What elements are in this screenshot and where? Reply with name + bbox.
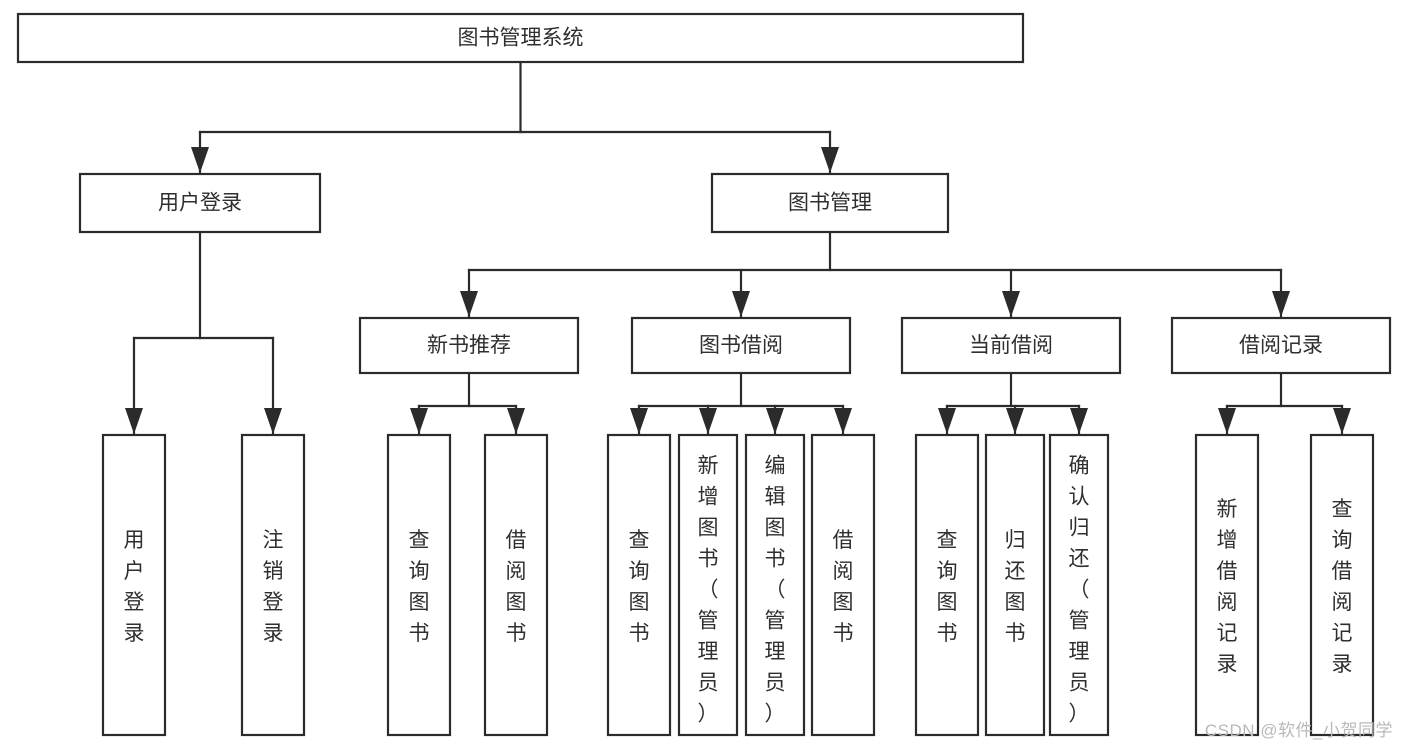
node-label: 编辑图书（管理员） bbox=[765, 454, 786, 725]
node-box bbox=[1170, 316, 1392, 375]
node-box bbox=[984, 433, 1046, 737]
node-label: 查询图书 bbox=[937, 529, 958, 645]
node-leaf-query-book-3[interactable]: 查询图书 bbox=[914, 433, 980, 737]
node-box bbox=[630, 316, 852, 375]
node-box bbox=[16, 12, 1025, 64]
arrowhead-icon bbox=[264, 408, 282, 434]
node-box bbox=[483, 433, 549, 737]
node-book-borrow[interactable]: 图书借阅 bbox=[630, 316, 852, 375]
node-leaf-add-book[interactable]: 新增图书（管理员） bbox=[677, 433, 739, 737]
node-box bbox=[900, 316, 1122, 375]
node-label: 图书管理系统 bbox=[458, 27, 584, 50]
node-root[interactable]: 图书管理系统 bbox=[16, 12, 1025, 64]
node-box bbox=[78, 172, 322, 234]
arrowhead-icon bbox=[938, 408, 956, 434]
node-box bbox=[101, 433, 167, 737]
arrowhead-icon bbox=[732, 291, 750, 317]
arrowhead-icon bbox=[821, 147, 839, 173]
node-label: 查询借阅记录 bbox=[1332, 498, 1353, 676]
node-box bbox=[810, 433, 876, 737]
node-label: 借阅图书 bbox=[833, 529, 854, 645]
arrowhead-icon bbox=[630, 408, 648, 434]
arrowhead-icon bbox=[1218, 408, 1236, 434]
arrowhead-icon bbox=[507, 408, 525, 434]
node-label: 借阅图书 bbox=[506, 529, 527, 645]
node-leaf-edit-book[interactable]: 编辑图书（管理员） bbox=[744, 433, 806, 737]
node-label: 新增借阅记录 bbox=[1217, 498, 1238, 676]
node-label: 当前借阅 bbox=[969, 334, 1053, 357]
node-leaf-add-record[interactable]: 新增借阅记录 bbox=[1194, 433, 1260, 737]
node-label: 借阅记录 bbox=[1239, 334, 1323, 357]
arrowhead-icon bbox=[191, 147, 209, 173]
node-label: 图书借阅 bbox=[699, 334, 783, 357]
node-box bbox=[606, 433, 672, 737]
node-label: 归还图书 bbox=[1005, 529, 1026, 645]
node-label: 用户登录 bbox=[124, 529, 145, 645]
node-box bbox=[358, 316, 580, 375]
node-box bbox=[677, 433, 739, 737]
node-box bbox=[1048, 433, 1110, 737]
node-label: 新书推荐 bbox=[427, 334, 511, 357]
node-leaf-user-logout[interactable]: 注销登录 bbox=[240, 433, 306, 737]
arrowhead-icon bbox=[1070, 408, 1088, 434]
node-box bbox=[1309, 433, 1375, 737]
arrowhead-icon bbox=[1333, 408, 1351, 434]
boxes-layer: 图书管理系统用户登录图书管理新书推荐图书借阅当前借阅借阅记录用户登录注销登录查询… bbox=[16, 12, 1392, 737]
node-leaf-confirm-return[interactable]: 确认归还（管理员） bbox=[1048, 433, 1110, 737]
csdn-watermark: CSDN @软件_小贺同学 bbox=[1204, 721, 1393, 740]
node-leaf-query-record[interactable]: 查询借阅记录 bbox=[1309, 433, 1375, 737]
node-leaf-borrow-book-2[interactable]: 借阅图书 bbox=[810, 433, 876, 737]
node-box bbox=[240, 433, 306, 737]
node-leaf-return-book[interactable]: 归还图书 bbox=[984, 433, 1046, 737]
node-borrow-record[interactable]: 借阅记录 bbox=[1170, 316, 1392, 375]
node-leaf-query-book-1[interactable]: 查询图书 bbox=[386, 433, 452, 737]
connectors-layer bbox=[125, 60, 1351, 435]
node-box bbox=[744, 433, 806, 737]
node-box bbox=[1194, 433, 1260, 737]
arrowhead-icon bbox=[1006, 408, 1024, 434]
node-new-book-rec[interactable]: 新书推荐 bbox=[358, 316, 580, 375]
node-user-login[interactable]: 用户登录 bbox=[78, 172, 322, 234]
node-label: 新增图书（管理员） bbox=[698, 454, 719, 725]
arrowhead-icon bbox=[766, 408, 784, 434]
arrowhead-icon bbox=[460, 291, 478, 317]
node-label: 用户登录 bbox=[158, 192, 242, 215]
node-label: 注销登录 bbox=[263, 529, 284, 645]
node-label: 确认归还（管理员） bbox=[1069, 454, 1090, 725]
node-leaf-borrow-book-1[interactable]: 借阅图书 bbox=[483, 433, 549, 737]
node-box bbox=[386, 433, 452, 737]
arrowhead-icon bbox=[410, 408, 428, 434]
arrowhead-icon bbox=[1272, 291, 1290, 317]
arrowhead-icon bbox=[125, 408, 143, 434]
node-leaf-query-book-2[interactable]: 查询图书 bbox=[606, 433, 672, 737]
node-label: 查询图书 bbox=[629, 529, 650, 645]
arrowhead-icon bbox=[699, 408, 717, 434]
node-current-borrow[interactable]: 当前借阅 bbox=[900, 316, 1122, 375]
node-label: 查询图书 bbox=[409, 529, 430, 645]
node-leaf-user-login[interactable]: 用户登录 bbox=[101, 433, 167, 737]
arrowhead-icon bbox=[834, 408, 852, 434]
node-book-manage[interactable]: 图书管理 bbox=[710, 172, 950, 234]
node-label: 图书管理 bbox=[788, 192, 872, 215]
arrowhead-icon bbox=[1002, 291, 1020, 317]
node-box bbox=[710, 172, 950, 234]
node-box bbox=[914, 433, 980, 737]
